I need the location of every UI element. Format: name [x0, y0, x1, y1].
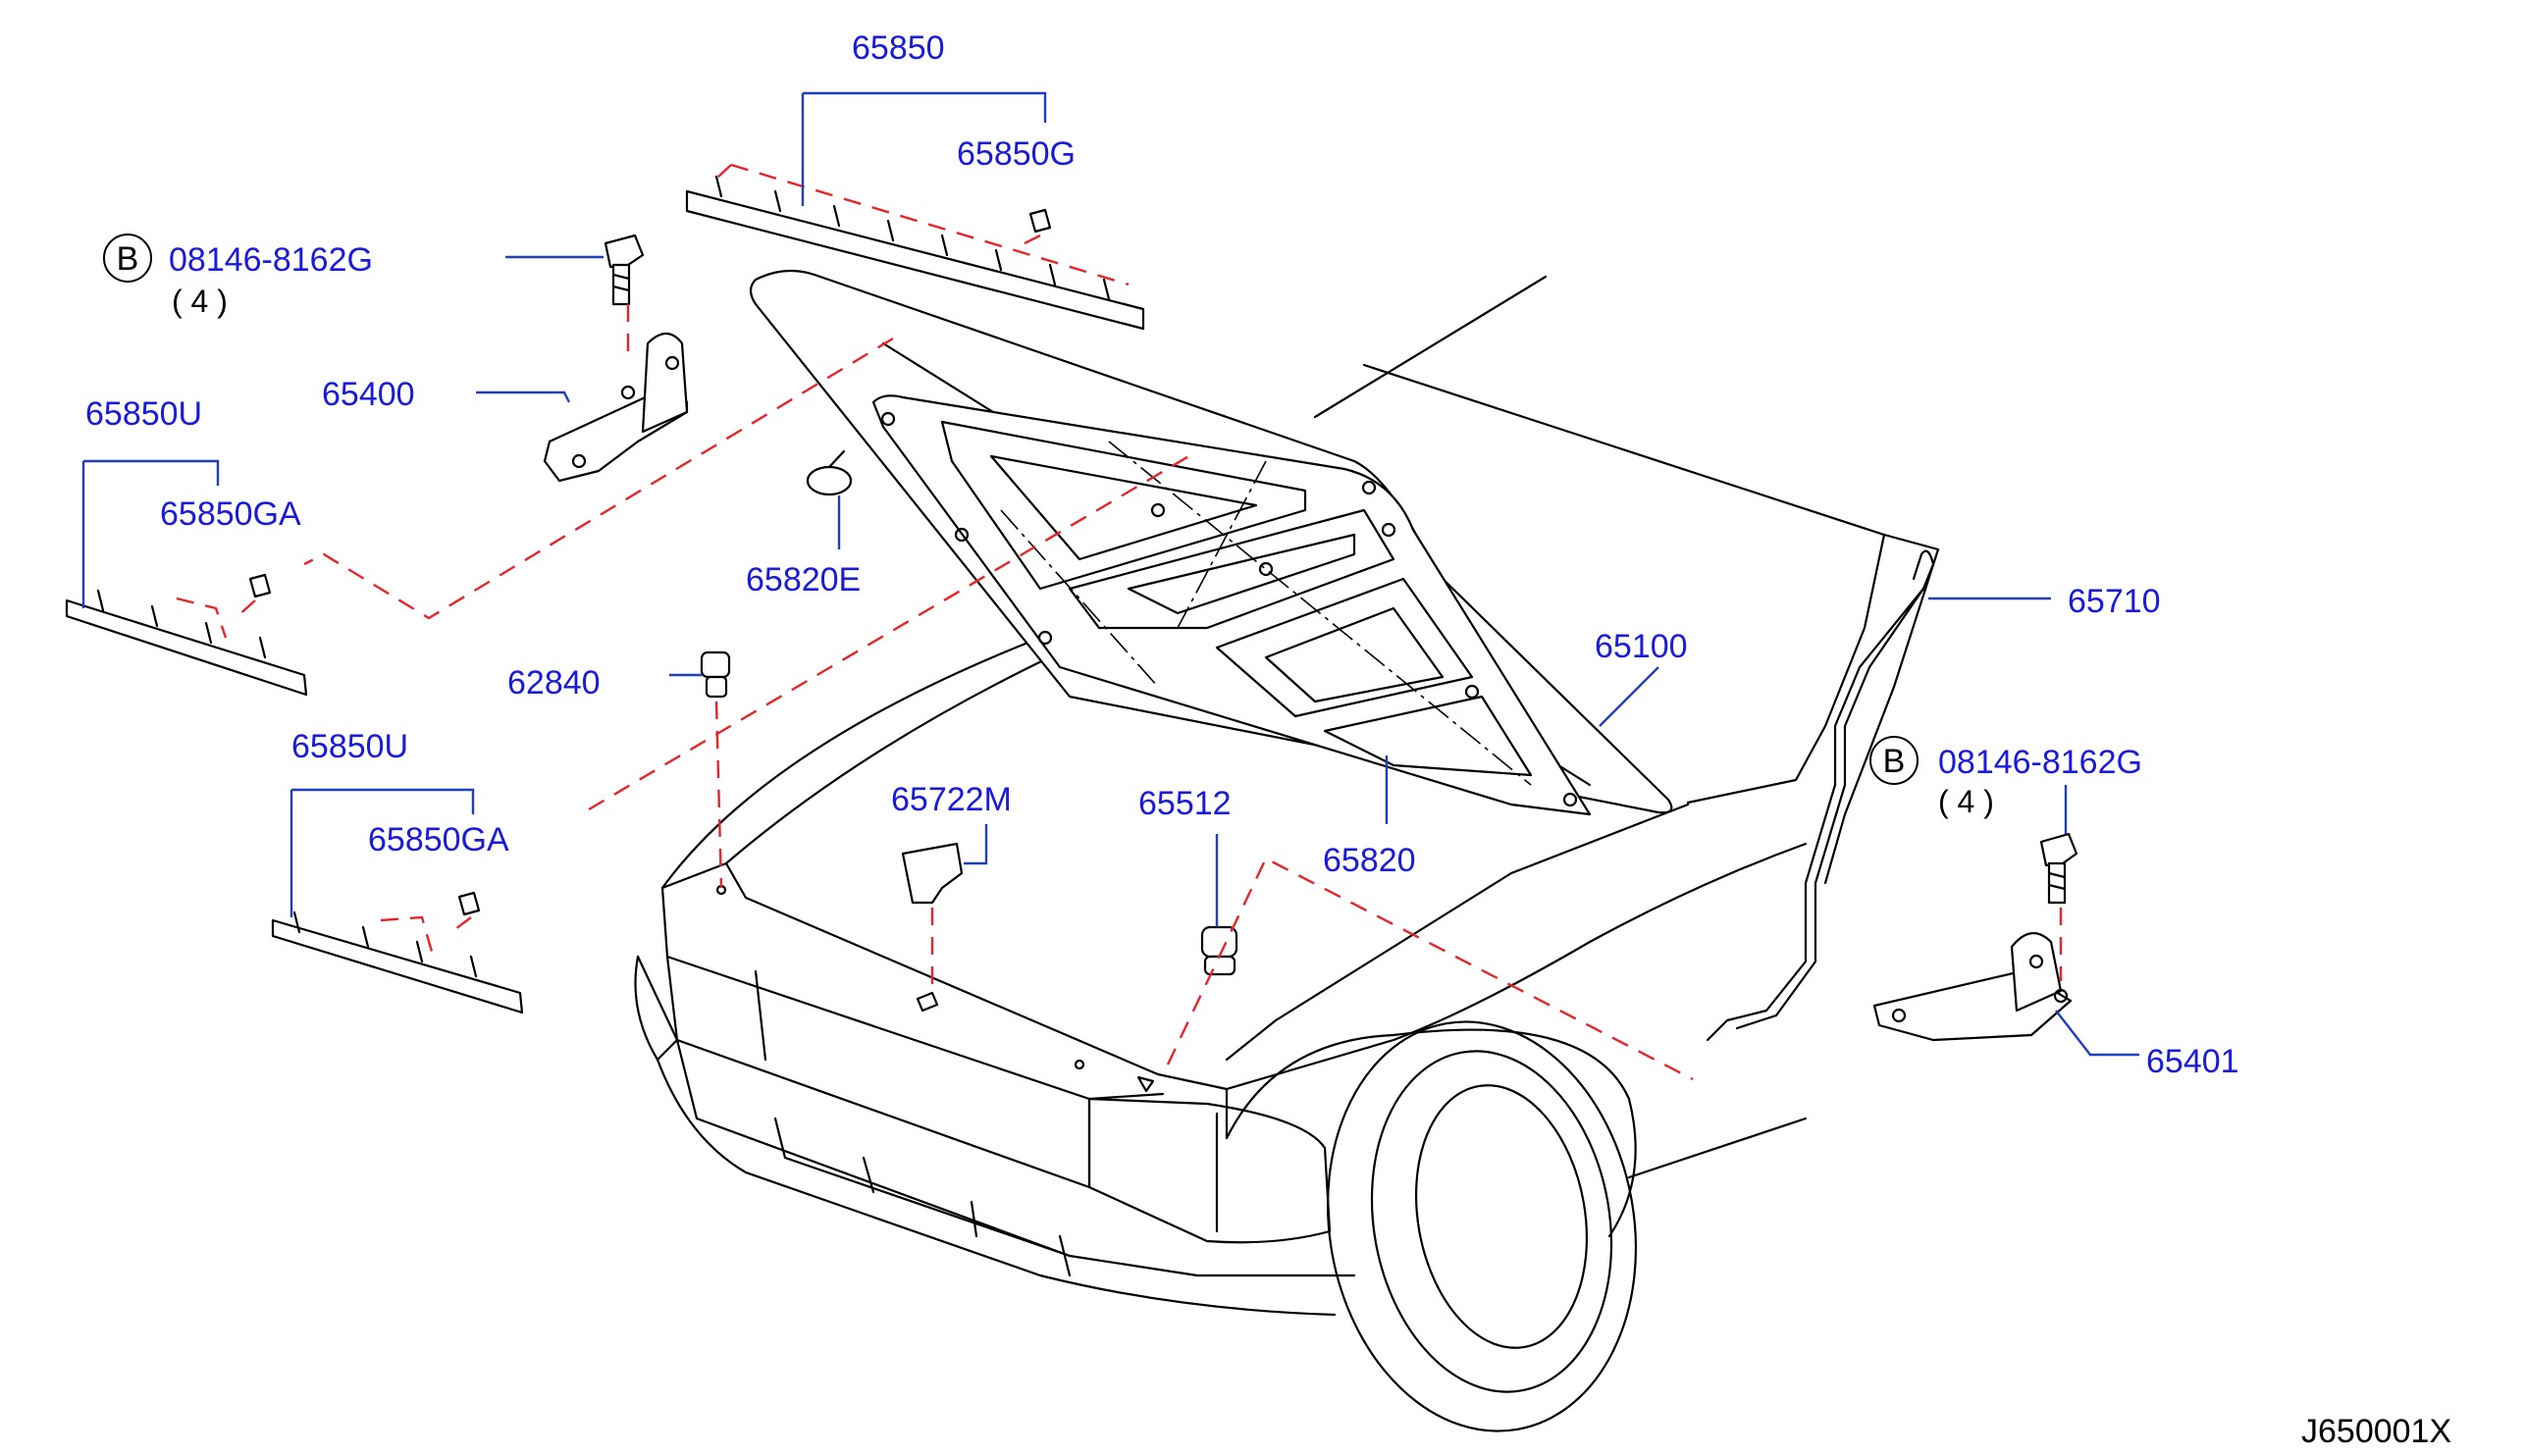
label-65820E: 65820E [746, 561, 861, 598]
label-65850U-bottom: 65850U [291, 728, 408, 765]
bolt-callout-left: B 08146-8162G ( 4 ) [103, 234, 373, 319]
label-65850: 65850 [852, 29, 945, 67]
bumper-62840-drawing [700, 650, 731, 699]
label-65820: 65820 [1323, 842, 1416, 879]
label-65850G: 65850G [957, 135, 1076, 173]
hinge-65400-drawing [543, 332, 689, 483]
seal-strip-65850-drawing [685, 175, 1145, 331]
bolt-callout-right: B 08146-8162G ( 4 ) [1869, 736, 2142, 819]
seal-strip-65850U-top-drawing [65, 573, 308, 697]
bolt-badge-letter: B [117, 240, 139, 278]
label-62840: 62840 [507, 664, 601, 702]
bolt-badge-circle [1869, 736, 1919, 785]
label-65401: 65401 [2146, 1043, 2239, 1080]
bolt-part-number: 08146-8162G [169, 241, 373, 279]
bolt-quantity: ( 4 ) [1938, 784, 1994, 819]
bolt-badge-letter: B [1883, 743, 1906, 780]
label-65400: 65400 [322, 376, 415, 413]
label-65100: 65100 [1595, 628, 1688, 665]
bolt-quantity: ( 4 ) [172, 284, 228, 319]
seal-strip-65850U-bottom-drawing [271, 891, 524, 1014]
bolt-left-drawing [604, 234, 645, 306]
assembly-dashed-lines [176, 163, 2063, 1081]
bumper-65512-drawing [1200, 925, 1238, 976]
bolt-right-drawing [2039, 832, 2078, 905]
label-65850U-top: 65850U [85, 395, 202, 433]
diagram-code: J650001X [2301, 1413, 2451, 1450]
label-65722M: 65722M [891, 781, 1012, 818]
support-65722M-drawing [901, 842, 964, 905]
bolt-part-number: 08146-8162G [1938, 744, 2142, 781]
label-65512: 65512 [1138, 785, 1232, 822]
bolt-badge-circle [103, 234, 152, 283]
part-labels: 65850 65850G 65850U 65850GA 65400 65820E… [85, 29, 2451, 1450]
vehicle-body-drawing [634, 275, 1940, 1432]
hood-panel-drawing [749, 269, 1673, 816]
leader-lines [81, 91, 2139, 1057]
label-65850GA-bottom: 65850GA [368, 821, 509, 858]
hinge-65401-drawing [1872, 932, 2073, 1042]
label-65710: 65710 [2068, 583, 2161, 620]
clip-65820E-drawing [806, 449, 853, 496]
label-65850GA-top: 65850GA [160, 495, 301, 533]
hood-rod-65710-drawing [1706, 549, 1935, 1042]
